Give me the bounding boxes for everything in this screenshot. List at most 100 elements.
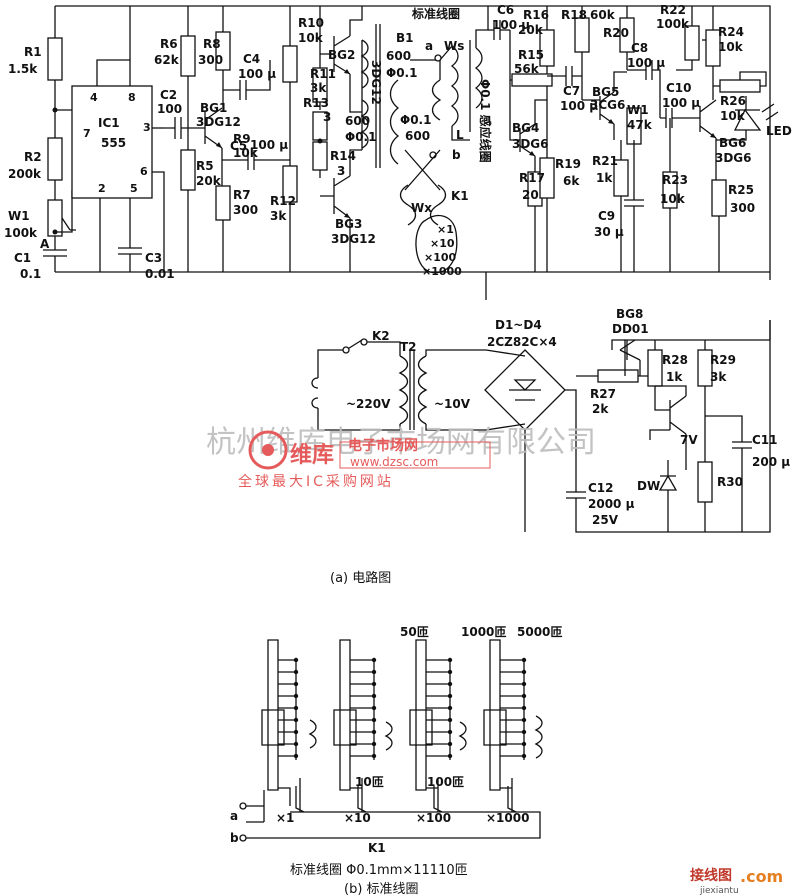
sense-coil-label: Φ0.1 感应线圈 — [478, 79, 493, 163]
resistor-r5 — [180, 149, 196, 191]
r19-label: R19 — [555, 157, 581, 171]
standard-coil-drawing — [239, 639, 543, 842]
bg6-type: 3DG6 — [715, 151, 752, 165]
r17-label: R17 — [519, 171, 545, 185]
potentiometer-r22 — [684, 25, 700, 61]
c12-label: C12 — [588, 481, 614, 495]
r17-value: 20 — [522, 188, 539, 202]
c2-value: 100 — [157, 102, 182, 116]
resistor-r10 — [282, 45, 298, 83]
r15-value: 56k — [514, 62, 540, 76]
bg2-label: BG2 — [328, 48, 355, 62]
led-label: LED — [766, 124, 792, 138]
range-x10: ×10 — [430, 237, 455, 250]
turns-10: 10匝 — [355, 775, 384, 789]
w1-label: W1 — [8, 209, 30, 223]
sec-wire: Φ0.1 — [345, 130, 376, 144]
c7-label: C7 — [563, 84, 580, 98]
resistor-r1 — [47, 37, 63, 81]
r2-value: 200k — [8, 167, 42, 181]
bg3-type: 3DG12 — [331, 232, 376, 246]
power-rails — [55, 5, 771, 280]
c3-value: 0.01 — [145, 267, 175, 281]
r5-label: R5 — [196, 159, 214, 173]
w1b-value: 47k — [627, 118, 653, 132]
r27-label: R27 — [590, 387, 616, 401]
c1-value: 0.1 — [20, 267, 41, 281]
secondary-voltage: ~10V — [434, 397, 471, 411]
ic1-type: 555 — [101, 136, 126, 150]
bg5-type: 3CG6 — [590, 98, 625, 112]
resistor-r7 — [215, 185, 231, 221]
r23-label: R23 — [662, 173, 688, 187]
r8-label: R8 — [203, 37, 221, 51]
coil-assembly — [389, 6, 489, 274]
resistor-r30 — [697, 461, 713, 503]
corner-logo: 接线图 .com jiexiantu — [690, 867, 783, 896]
coil-turns: 600 — [405, 129, 430, 143]
pin8: 8 — [128, 91, 136, 104]
r21-label: R21 — [592, 154, 618, 168]
r24-label: R24 — [718, 25, 744, 39]
bg4-type: 3DG6 — [512, 137, 549, 151]
b1-label: B1 — [396, 31, 414, 45]
c9-label: C9 — [598, 209, 615, 223]
range-x1000: ×1000 — [422, 265, 462, 278]
r25-label: R25 — [728, 183, 754, 197]
r14-label: R14 — [330, 149, 356, 163]
pin5: 5 — [130, 182, 138, 195]
standard-coil-title: 标准线圈 — [411, 6, 460, 21]
zener-voltage: 7V — [680, 433, 698, 447]
dw-label: DW — [637, 479, 660, 493]
k1-x1: ×1 — [276, 811, 294, 825]
t2-label: T2 — [400, 340, 417, 354]
resistor-r2 — [47, 137, 63, 181]
r13-label: R13 — [303, 96, 329, 110]
r26-value: 10k — [720, 109, 746, 123]
r15-label: R15 — [518, 48, 544, 62]
r26-label: R26 — [720, 94, 746, 108]
bg6-label: BG6 — [719, 136, 746, 150]
c11-value: 200 μ — [752, 455, 790, 469]
r20-label: R20 — [603, 26, 629, 40]
r6-value: 62k — [154, 53, 180, 67]
r25-value: 300 — [730, 201, 755, 215]
turns-5000: 5000匝 — [517, 625, 562, 639]
amplifier-stages — [488, 6, 779, 272]
terminal-b: b — [230, 831, 239, 845]
r28-value: 1k — [666, 370, 683, 384]
c1-label: C1 — [14, 251, 31, 265]
c7-value: 100 μ — [560, 99, 598, 113]
node-a-label: A — [40, 237, 50, 251]
r8-value: 300 — [198, 53, 223, 67]
coil-spec: 标准线圈 Φ0.1mm×11110匝 — [290, 863, 468, 878]
r21-value: 1k — [596, 171, 613, 185]
caption-a: (a) 电路图 — [330, 570, 391, 586]
k1-x1000: ×1000 — [486, 811, 529, 825]
caption-b: (b) 标准线圈 — [344, 882, 419, 896]
r11-value: 3k — [310, 81, 327, 95]
pin4: 4 — [90, 91, 98, 104]
r23-value: 10k — [660, 192, 686, 206]
k1-x10: ×10 — [344, 811, 371, 825]
r13-value: 3 — [323, 110, 331, 124]
resistor-r14 — [312, 141, 328, 171]
c8-label: C8 — [631, 41, 648, 55]
turns-100: 100匝 — [427, 775, 464, 789]
r16-label: R16 — [523, 8, 549, 22]
c9-value: 30 μ — [594, 225, 624, 239]
bg2-type: 3DG12 — [369, 60, 383, 105]
bg2-bg3-stage — [282, 6, 381, 272]
r9-value: 10k — [233, 146, 259, 160]
c3-label: C3 — [145, 251, 162, 265]
potentiometer-r26 — [719, 79, 761, 93]
c5-label: C5 — [230, 139, 247, 153]
c11-label: C11 — [752, 433, 778, 447]
r5-value: 20k — [196, 174, 222, 188]
bg1-label: BG1 — [200, 101, 227, 115]
r14-value: 3 — [337, 164, 345, 178]
wx-label: Wx — [411, 201, 432, 215]
node-b: b — [452, 148, 461, 162]
corner-logo-url: jiexiantu — [699, 886, 739, 896]
resistor-r28 — [647, 349, 663, 387]
